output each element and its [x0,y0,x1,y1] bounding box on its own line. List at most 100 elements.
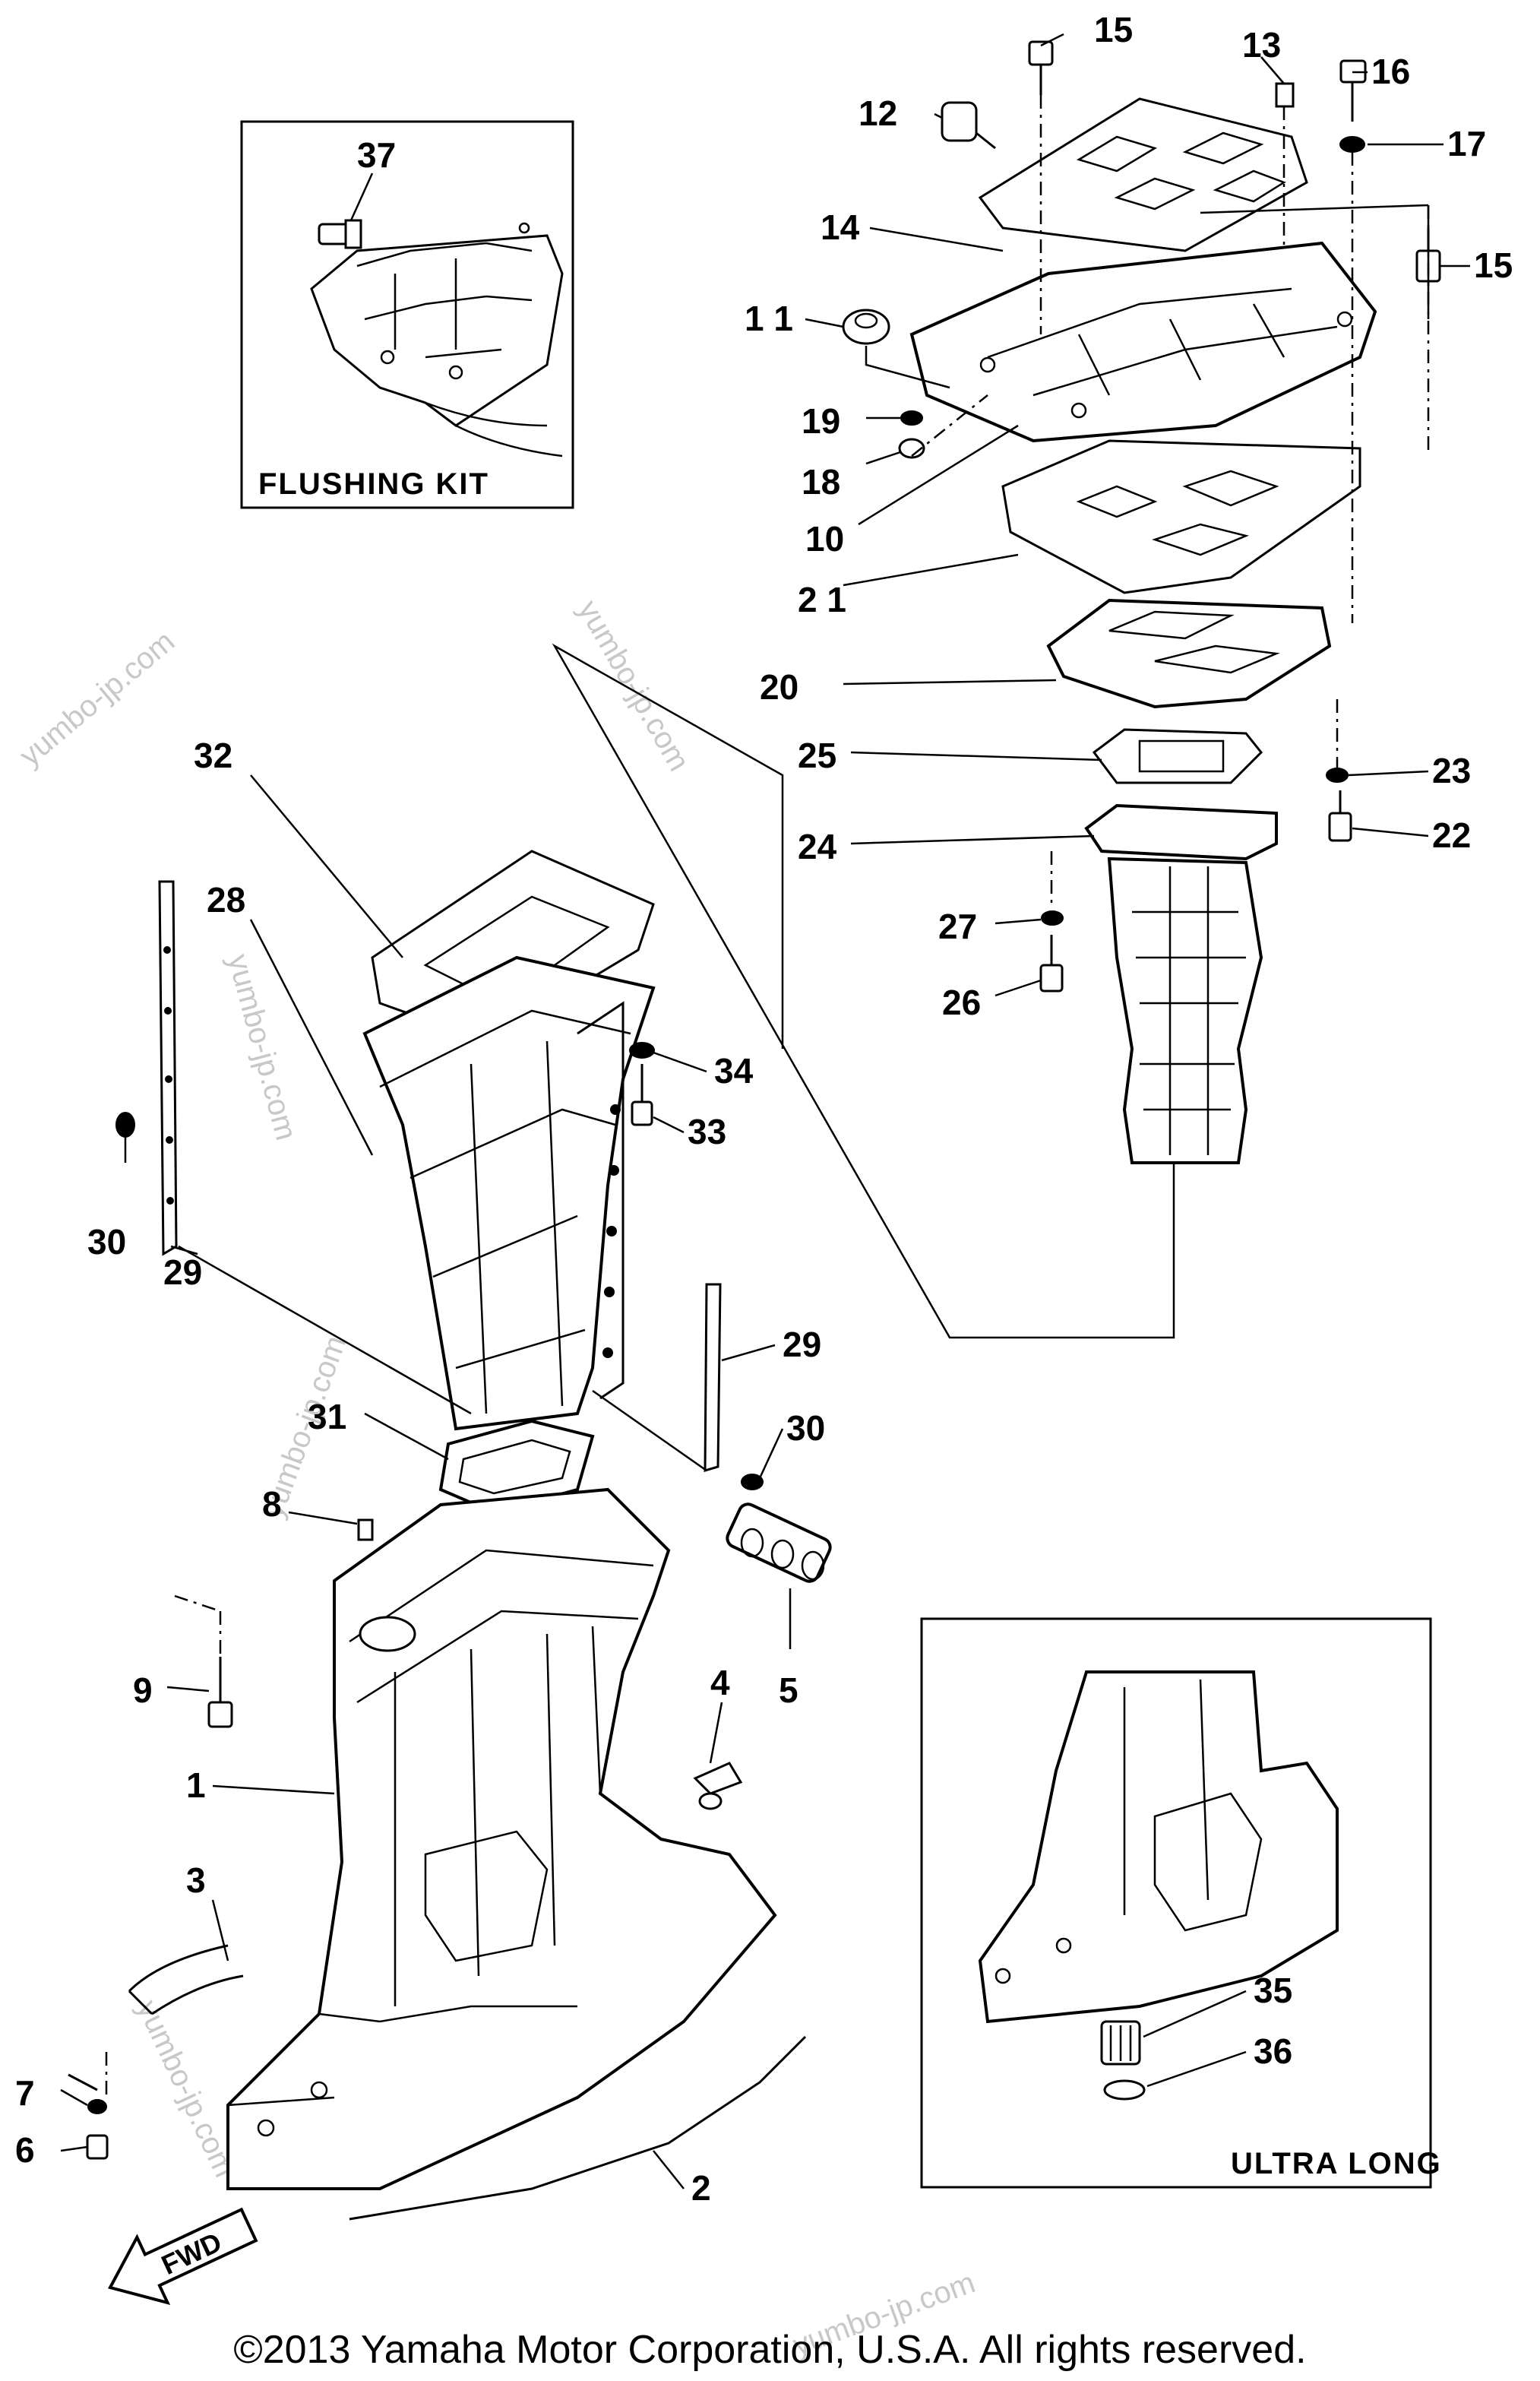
nut-18-icon [898,438,925,459]
water-inlet-cover-5-icon [726,1502,832,1583]
trim-tab-2 [349,2035,807,2221]
callout-22: 22 [1432,815,1471,855]
lower-casing-assembly [68,1487,832,2221]
bolt-9-icon [207,1657,233,1728]
washer-34-icon [629,1042,655,1059]
callout-1: 1 [186,1765,206,1805]
callout-20: 20 [760,667,798,707]
callout-32: 32 [194,736,232,775]
mount-plate-10 [909,241,1377,443]
callout-29b: 29 [783,1325,821,1364]
washer-27-icon [1041,910,1064,926]
washer-23-icon [1326,768,1349,783]
callout-15b: 15 [1474,245,1513,285]
callout-10: 10 [805,519,844,559]
gasket-25 [1092,728,1263,784]
clip-36-icon [1103,2079,1146,2101]
callout-33: 33 [688,1112,726,1151]
callout-13: 13 [1242,25,1281,65]
callout-2: 2 [691,2168,711,2208]
upper-casing-assembly [362,850,656,1515]
callout-28: 28 [207,880,245,920]
watermark: yumbo-jp.com [221,951,303,1144]
callout-7: 7 [15,2073,35,2113]
spacer-35-icon [1100,2020,1141,2066]
callout-25: 25 [798,736,836,775]
ultra-long-title: ULTRA LONG [1231,2147,1442,2180]
inset-frame [920,1617,1432,2189]
watermark: yumbo-jp.com [131,1995,242,2182]
flushing-kit-inset: 37 FLUSHING KIT [240,120,574,509]
callout-8: 8 [262,1484,282,1524]
bolt-22-icon [1328,790,1352,842]
callout-3: 3 [186,1860,206,1900]
pin-13-icon [1275,82,1295,108]
fwd-arrow-icon: FWD [108,2207,258,2305]
watermark: yumbo-jp.com [571,595,696,777]
callout-35: 35 [1254,1971,1292,2010]
ground-strap-left [115,880,472,1415]
strap-29a [158,880,178,1256]
callout-19: 19 [802,401,840,441]
callout-21: 2 1 [798,580,846,619]
bolt-15-icon [1028,40,1054,95]
upper-mount-assembly [909,97,1377,1164]
gasket-14 [978,97,1308,252]
washer-17-icon [1339,136,1365,153]
bolt-26-icon [1039,935,1064,993]
seal-31 [438,1419,595,1515]
alignment-lines [552,95,1430,1339]
callout-16: 16 [1371,52,1410,91]
leaders-center [124,774,784,1479]
callout-34: 34 [714,1051,754,1091]
grommet-11-icon [842,309,890,345]
upper-casing-28 [362,955,656,1431]
washer-7-icon [68,2073,107,2114]
callout-30b: 30 [786,1408,825,1448]
callout-9: 9 [133,1670,153,1710]
leaders-lower [60,1511,792,2189]
ultra-long-casing [978,1670,1339,2024]
callout-23: 23 [1432,751,1471,790]
callout-29: 29 [163,1252,202,1292]
strap-29b [704,1283,722,1473]
ground-strap-right [592,1283,764,1490]
callout-5: 5 [779,1670,798,1710]
leaders-upper [805,33,1470,997]
callout-37: 37 [357,135,396,175]
callout-17: 17 [1447,124,1486,163]
ultra-long-inset: ULTRA LONG [920,1617,1442,2189]
watermark: yumbo-jp.com [14,625,182,773]
bolt-16-icon [1339,59,1367,122]
washer-19-icon [900,410,923,426]
exhaust-guide [1107,856,1263,1164]
gasket-21 [1001,439,1361,594]
dowel-8-icon [357,1518,374,1541]
callout-labels: 15 13 16 12 17 14 15 1 1 19 18 10 2 1 20… [15,10,1513,2208]
callout-4: 4 [710,1663,730,1702]
bolt-6-icon [86,2134,109,2160]
bolt-33-icon [631,1064,653,1126]
callout-24: 24 [798,827,837,866]
callout-18: 18 [802,462,840,502]
callout-12: 12 [859,93,897,133]
plug-4-icon [693,1762,743,1810]
flushing-fitting-icon [318,219,362,249]
lower-casing-1 [226,1487,777,2190]
flushing-kit-title: FLUSHING KIT [258,467,489,501]
nut-30b-icon [741,1474,764,1490]
grommet-12-icon [941,101,996,150]
callout-36: 36 [1254,2031,1292,2071]
inset-frame [240,120,574,509]
flushing-cover-shape [310,234,564,427]
callout-26: 26 [942,983,981,1022]
callout-15: 15 [1094,10,1133,49]
copyright-notice: ©2013 Yamaha Motor Corporation, U.S.A. A… [233,2328,1307,2372]
callout-30: 30 [87,1222,126,1262]
nut-30a-icon [115,1112,135,1138]
callout-6: 6 [15,2130,35,2170]
callout-27: 27 [938,907,977,946]
callout-31: 31 [308,1397,346,1436]
plate-24 [1084,803,1278,861]
